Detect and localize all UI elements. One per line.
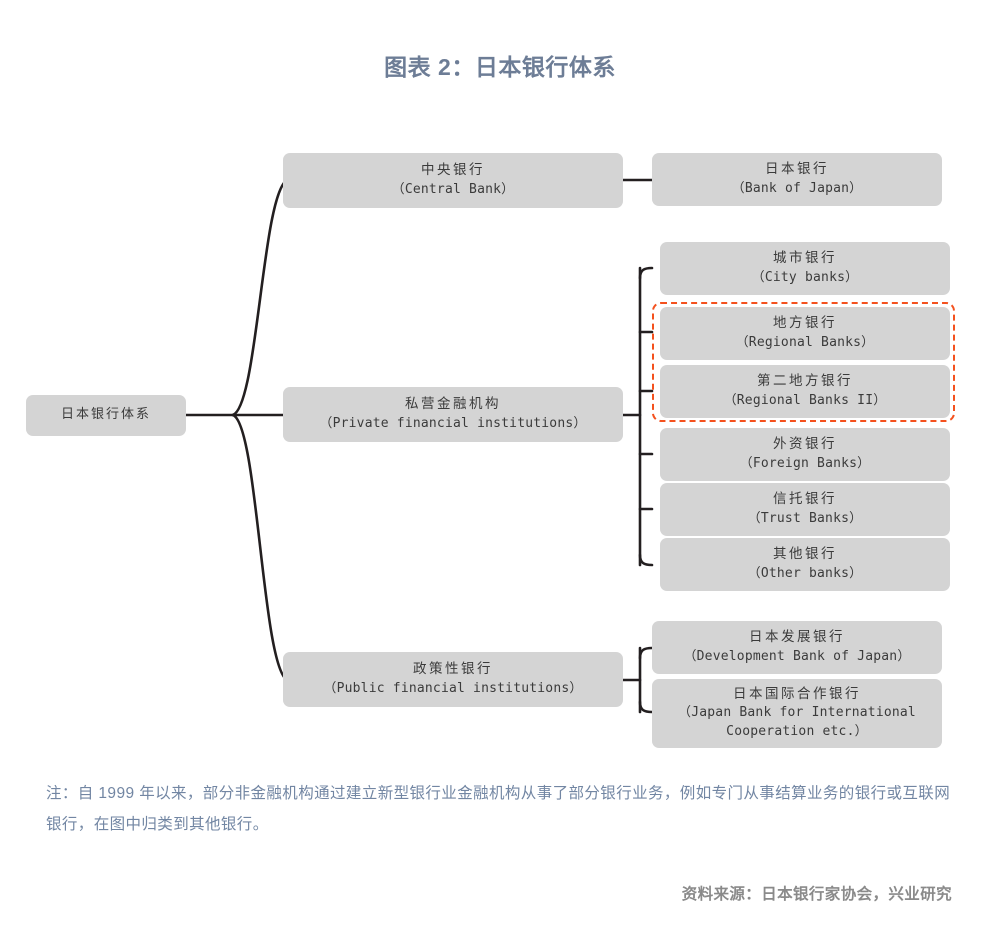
node-trust-banks-label-cn: 信托银行 [773,491,837,508]
node-private-label-en: （Private financial institutions） [319,415,587,431]
node-regional-banks-label-en: （Regional Banks） [735,334,875,350]
connector-public-branch-2 [638,700,654,714]
page-title: 图表 2：日本银行体系 [384,54,616,80]
node-other-banks[interactable]: 其他银行 （Other banks） [660,538,950,591]
node-central-bank-label-en: （Central Bank） [391,181,515,197]
node-jbic-label-en: （Japan Bank for International [678,705,916,721]
node-root-label-cn: 日本银行体系 [60,407,151,423]
node-dbj-label-en: （Development Bank of Japan） [683,648,911,664]
node-trust-banks-label-en: （Trust Banks） [747,510,863,526]
connector-private-branch-1 [638,266,654,280]
node-jbic-label-en2: Cooperation etc.） [726,724,868,740]
footnote: 注：自 1999 年以来，部分非金融机构通过建立新型银行业金融机构从事了部分银行… [46,785,951,833]
node-bank-of-japan[interactable]: 日本银行 （Bank of Japan） [652,153,942,206]
org-chart-diagram: 日本银行体系 中央银行 （Central Bank） 私营金融机构 （Priva… [0,120,1000,770]
node-regional-banks-label-cn: 地方银行 [773,315,837,332]
node-japan-bank-international-cooperation[interactable]: 日本国际合作银行 （Japan Bank for International C… [652,679,942,748]
node-other-banks-label-en: （Other banks） [747,565,863,581]
node-boj-label-cn: 日本银行 [765,161,829,178]
connector-private-branch-6 [638,553,654,567]
node-regional-banks[interactable]: 地方银行 （Regional Banks） [660,307,950,360]
node-other-banks-label-cn: 其他银行 [773,546,837,563]
highlight-box-regional-banks [652,302,955,422]
node-private-financial-institutions[interactable]: 私营金融机构 （Private financial institutions） [283,387,623,442]
node-city-banks[interactable]: 城市银行 （City banks） [660,242,950,295]
node-central-bank-label-cn: 中央银行 [421,162,485,179]
connector-root-to-central [231,178,289,417]
node-root-japan-banking-system[interactable]: 日本银行体系 [26,395,186,436]
source-line: 资料来源：日本银行家协会，兴业研究 [681,886,952,903]
node-regional-banks-ii-label-en: （Regional Banks II） [723,392,887,408]
node-foreign-banks[interactable]: 外资银行 （Foreign Banks） [660,428,950,481]
node-city-banks-label-cn: 城市银行 [773,250,837,267]
node-trust-banks[interactable]: 信托银行 （Trust Banks） [660,483,950,536]
node-central-bank[interactable]: 中央银行 （Central Bank） [283,153,623,208]
node-regional-banks-ii[interactable]: 第二地方银行 （Regional Banks II） [660,365,950,418]
node-public-label-en: （Public financial institutions） [323,680,583,696]
node-public-label-cn: 政策性银行 [413,661,493,678]
node-boj-label-en: （Bank of Japan） [731,180,863,196]
node-development-bank-of-japan[interactable]: 日本发展银行 （Development Bank of Japan） [652,621,942,674]
node-public-financial-institutions[interactable]: 政策性银行 （Public financial institutions） [283,652,623,707]
connector-root-to-public [231,413,289,682]
node-dbj-label-cn: 日本发展银行 [749,629,845,646]
node-regional-banks-ii-label-cn: 第二地方银行 [757,373,853,390]
node-city-banks-label-en: （City banks） [751,269,859,285]
node-private-label-cn: 私营金融机构 [405,396,501,413]
connector-public-branch-1 [638,646,654,660]
node-jbic-label-cn: 日本国际合作银行 [733,685,861,702]
node-foreign-banks-label-cn: 外资银行 [773,436,837,453]
node-foreign-banks-label-en: （Foreign Banks） [739,455,871,471]
